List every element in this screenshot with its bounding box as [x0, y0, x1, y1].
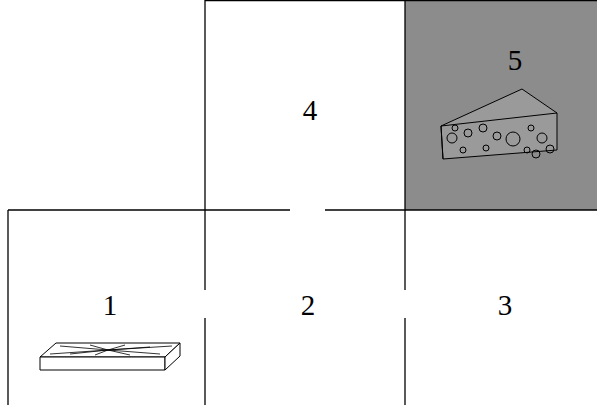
grid-cell: 3 — [405, 210, 597, 405]
trap-icon — [40, 343, 180, 370]
cell-number: 2 — [301, 291, 316, 320]
cheese-icon — [441, 89, 557, 159]
cell-number: 4 — [303, 96, 318, 125]
walls — [8, 0, 597, 405]
cell-number: 1 — [103, 291, 118, 320]
grid-cell: 4 — [205, 0, 405, 210]
cell-number: 3 — [498, 291, 513, 320]
grid-cell: 1 — [8, 210, 205, 405]
goal-cell-shading — [405, 0, 597, 210]
cell-number: 5 — [508, 46, 523, 75]
grid-cell: 2 — [205, 210, 405, 405]
grid-cell: 5 — [405, 0, 597, 210]
